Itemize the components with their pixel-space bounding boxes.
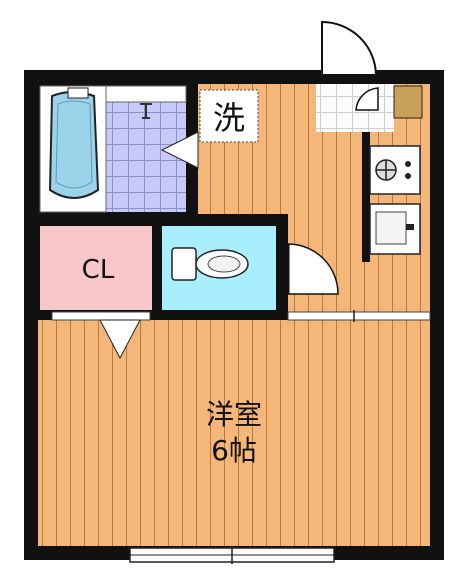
stove-knob-2 [405, 173, 411, 179]
shower-icon [140, 103, 152, 119]
washroom-label: 洗 [213, 99, 245, 137]
bath-door-arrow [160, 131, 199, 169]
closet-label: CL [82, 255, 115, 285]
shoe-box [393, 85, 423, 119]
wall-lower-horizontal [38, 310, 288, 320]
kitchen-wall [362, 132, 370, 262]
western-room-size: 6帖 [211, 434, 257, 467]
wall-toilet-right [276, 214, 288, 320]
bath-counter [105, 85, 187, 103]
bathtub [48, 91, 100, 199]
sink-basin [375, 211, 407, 245]
western-room-floor [38, 318, 430, 546]
wall-cl-toilet [152, 226, 162, 318]
bath-faucet [67, 87, 89, 99]
bathtub-inner [55, 100, 93, 189]
western-room-label: 洋室 [206, 398, 262, 431]
toilet-bowl-inner [207, 255, 241, 273]
stove-knob-1 [405, 161, 411, 167]
burner-cross [376, 160, 396, 180]
sink-faucet-icon [406, 224, 414, 230]
wall-mid-horizontal [38, 214, 286, 226]
washroom-box [199, 89, 259, 143]
inner-door-swing [355, 87, 379, 111]
sliding-partition [287, 311, 431, 321]
toilet-door-swing [287, 243, 339, 295]
closet-door-track [51, 311, 151, 321]
closet-door-arrow [99, 319, 141, 360]
closet-floor [40, 226, 152, 310]
entrance-door-swing [321, 20, 377, 77]
toilet-tank [171, 247, 197, 281]
entrance-floor [316, 84, 394, 132]
